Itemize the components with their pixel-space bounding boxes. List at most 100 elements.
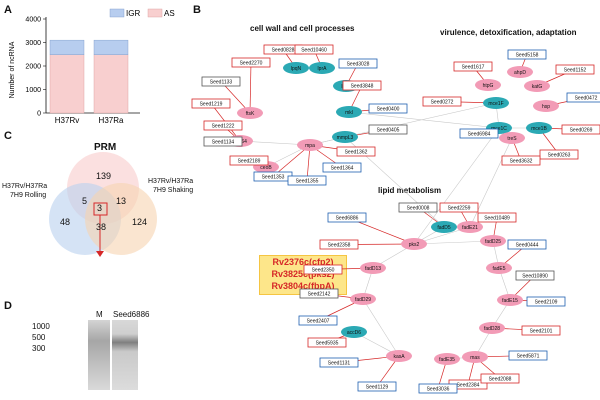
seed-node-box — [501, 155, 541, 166]
gene-node-label: htpG — [483, 83, 494, 89]
bar-ytick-label: 3000 — [25, 40, 41, 47]
seed-node-label: Seed0472 — [575, 96, 598, 102]
panel-c-label: C — [4, 130, 12, 142]
bar-segment-igr — [93, 39, 129, 55]
seed-node-box — [418, 383, 458, 394]
gene-node-shape — [237, 107, 263, 119]
seed-node-label: Seed0444 — [516, 243, 539, 249]
gene-highlight-box: Rv2376c(cfp2) Rv3825c(pks2) Rv3804c(fbpA… — [259, 255, 347, 295]
bar-ylabel: Number of ncRNA — [9, 41, 16, 98]
gene-node-mas: mas — [462, 351, 488, 363]
seed-node-box — [555, 64, 595, 75]
gel-ladder-300: 300 — [32, 344, 46, 353]
gene-node-fadd25: fadD25 — [480, 235, 506, 247]
gene-label-cfp2: Rv2376c(cfp2) — [272, 257, 334, 267]
seed-node-box — [368, 103, 408, 114]
seed-node-seed2350: Seed2350 — [303, 264, 343, 275]
seed-node-seed1152: Seed1152 — [555, 64, 595, 75]
gene-node-shape — [350, 293, 376, 305]
seed-node-seed1219: Seed1219 — [191, 98, 231, 109]
seed-node-box — [299, 288, 339, 299]
gene-label-fbpa: Rv3804c(fbpA) — [271, 281, 335, 291]
seed-node-label: Seed2270 — [240, 61, 263, 67]
seed-node-seed3036: Seed3036 — [418, 383, 458, 394]
gene-node-ahpd: ahpD — [507, 66, 533, 78]
seed-node-box — [453, 61, 493, 72]
seed-node-box — [322, 162, 362, 173]
gene-node-label: mce1B — [531, 126, 547, 132]
seed-node-seed1134: Seed1134 — [203, 136, 243, 147]
seed-node-label: Seed2189 — [238, 159, 261, 165]
venn-value-top-left: 5 — [82, 196, 88, 206]
gene-node-shape — [297, 139, 323, 151]
seed-node-label: Seed10890 — [522, 274, 548, 280]
bar-segment-igr — [49, 39, 85, 55]
seed-node-box — [303, 264, 343, 275]
seed-node-label: Seed1219 — [200, 102, 223, 108]
seed-node-box — [287, 175, 327, 186]
gene-node-label: mce1F — [488, 101, 503, 107]
gene-node-shape — [309, 62, 335, 74]
seed-node-seed2101: Seed2101 — [521, 325, 561, 336]
seed-node-box — [229, 155, 269, 166]
gene-node-accd6: accD6 — [341, 326, 367, 338]
gene-network: cell wall and cell processes virulence, … — [191, 24, 600, 394]
seed-node-seed3848: Seed3848 — [342, 80, 382, 91]
seed-node-box — [539, 149, 579, 160]
legend-swatch-as — [147, 8, 163, 18]
gene-node-shape — [475, 79, 501, 91]
seed-node-label: Seed6984 — [468, 132, 491, 138]
gene-node-lpra: lprA — [309, 62, 335, 74]
seed-node-seed0272: Seed0272 — [422, 96, 462, 107]
gene-node-label: pks2 — [409, 242, 420, 248]
gene-node-label: lprA — [318, 66, 328, 72]
seed-node-seed1133: Seed1133 — [201, 76, 241, 87]
gene-node-shape — [431, 221, 457, 233]
seed-node-label: Seed1355 — [296, 179, 319, 185]
gene-node-label: fadD29 — [355, 297, 371, 303]
seed-node-box — [319, 357, 359, 368]
seed-node-label: Seed0828 — [272, 48, 295, 54]
seed-node-box — [507, 49, 547, 60]
seed-node-label: Seed5158 — [516, 53, 539, 59]
gene-node-mce1b: mce1B — [526, 122, 552, 134]
seed-node-seed2358: Seed2358 — [319, 239, 359, 250]
seed-node-box — [298, 315, 338, 326]
seed-node-seed2270: Seed2270 — [231, 57, 271, 68]
seed-node-box — [336, 146, 376, 157]
gene-label-pks2: Rv3825c(pks2) — [271, 269, 335, 279]
gene-node-label: fadD28 — [484, 326, 500, 332]
seed-node-seed0269: Seed0269 — [561, 124, 600, 135]
seed-node-box — [521, 325, 561, 336]
gene-node-shape — [360, 262, 386, 274]
gene-node-shape — [486, 262, 512, 274]
gene-node-kasa: kasA — [386, 350, 412, 362]
network-edge — [249, 62, 252, 114]
panel-d-label: D — [4, 300, 12, 312]
gene-node-shape — [526, 122, 552, 134]
gene-node-mmpl3: mmpL3 — [332, 131, 358, 143]
legend-label-as: AS — [164, 9, 175, 18]
seed-node-label: Seed5871 — [517, 354, 540, 360]
seed-node-seed5935: Seed5935 — [307, 337, 347, 348]
gene-node-label: mpa — [305, 143, 315, 149]
gene-node-label: mmpL3 — [337, 135, 354, 141]
bar-ytick-label: 0 — [37, 111, 41, 118]
venn-circle-shaking — [85, 183, 157, 255]
gene-node-fade5: fadE5 — [486, 262, 512, 274]
gene-node-shape — [457, 221, 483, 233]
gene-node-label: kasA — [393, 354, 405, 360]
seed-node-seed2088: Seed2088 — [480, 373, 520, 384]
gene-node-label: fadE5 — [492, 266, 505, 272]
seed-node-label: Seed0269 — [570, 128, 593, 134]
seed-node-box — [203, 120, 243, 131]
seed-node-seed0008: Seed0008 — [398, 202, 438, 213]
seed-node-seed2142: Seed2142 — [299, 288, 339, 299]
seed-node-label: Seed1134 — [212, 140, 235, 146]
seed-node-seed10890: Seed10890 — [515, 270, 555, 281]
venn-value-left-right: 38 — [96, 222, 107, 232]
gene-node-label: fadD25 — [485, 239, 501, 245]
network-edge — [413, 127, 500, 245]
gene-node-label: fadD5 — [437, 225, 451, 231]
gene-node-htpg: htpG — [475, 79, 501, 91]
